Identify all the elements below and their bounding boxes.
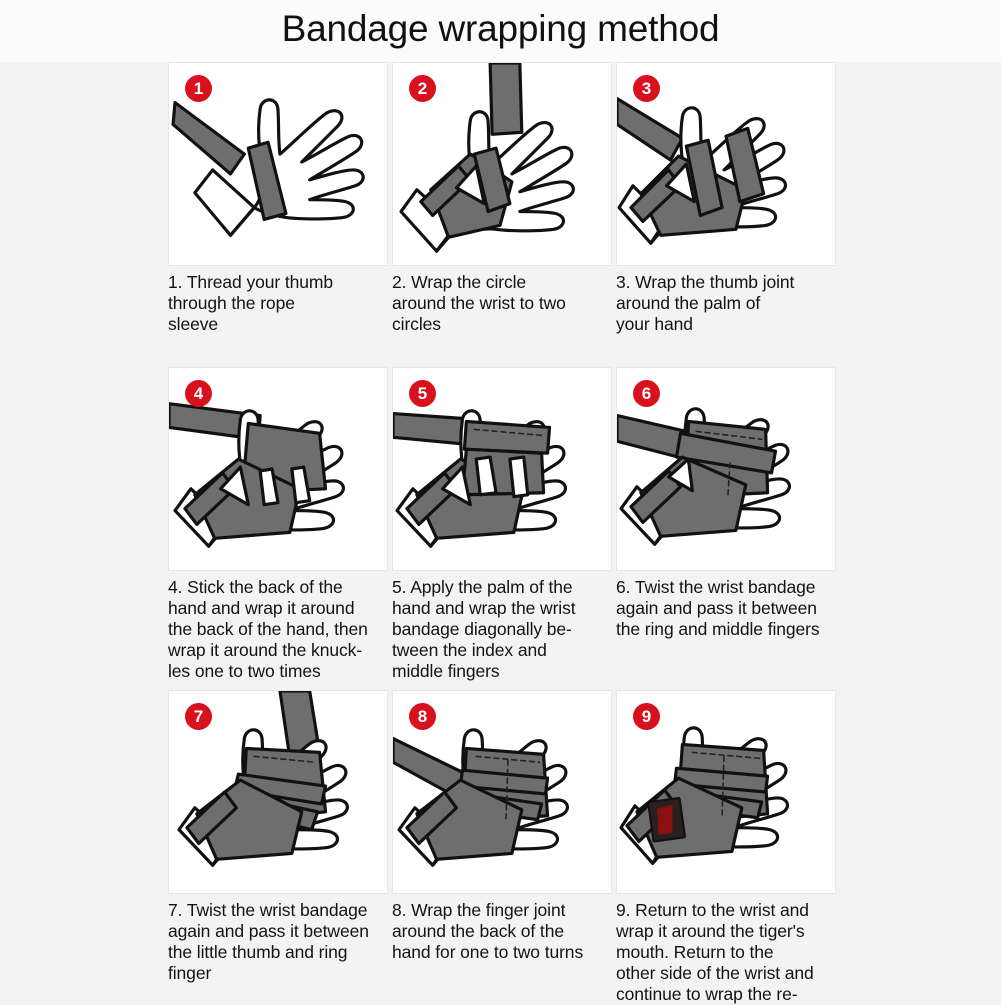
step-caption-1: 1. Thread your thumb through the rope sl… bbox=[168, 272, 333, 334]
step-caption-3: 3. Wrap the thumb joint around the palm … bbox=[616, 272, 795, 334]
step-badge-8: 8 bbox=[409, 703, 436, 730]
step-illustration-1: 1 bbox=[168, 62, 388, 266]
step-card-3: 3 bbox=[616, 62, 838, 335]
step-card-6: 6 bbox=[616, 367, 838, 640]
step-card-8: 8 bbox=[392, 690, 614, 963]
step-badge-7: 7 bbox=[185, 703, 212, 730]
step-card-9: 9 bbox=[616, 690, 838, 1005]
step-caption-8: 8. Wrap the finger joint around the back… bbox=[392, 900, 584, 962]
step-badge-2: 2 bbox=[409, 75, 436, 102]
step-badge-4: 4 bbox=[185, 380, 212, 407]
step-badge-9: 9 bbox=[633, 703, 660, 730]
step-caption-7: 7. Twist the wrist bandage again and pas… bbox=[168, 900, 369, 983]
step-illustration-2: 2 bbox=[392, 62, 612, 266]
step-illustration-7: 7 bbox=[168, 690, 388, 894]
step-illustration-3: 3 bbox=[616, 62, 836, 266]
page-title: Bandage wrapping method bbox=[0, 0, 1001, 62]
step-card-1: 1 bbox=[168, 62, 390, 335]
step-illustration-9: 9 bbox=[616, 690, 836, 894]
step-caption-2: 2. Wrap the circle around the wrist to t… bbox=[392, 272, 566, 334]
step-illustration-4: 4 bbox=[168, 367, 388, 571]
step-caption-5: 5. Apply the palm of the hand and wrap t… bbox=[392, 577, 576, 681]
step-badge-5: 5 bbox=[409, 380, 436, 407]
step-caption-9: 9. Return to the wrist and wrap it aroun… bbox=[616, 900, 814, 1004]
step-badge-6: 6 bbox=[633, 380, 660, 407]
step-illustration-5: 5 bbox=[392, 367, 612, 571]
step-card-2: 2 bbox=[392, 62, 614, 335]
step-caption-6: 6. Twist the wrist bandage again and pas… bbox=[616, 577, 820, 639]
step-illustration-6: 6 bbox=[616, 367, 836, 571]
step-badge-1: 1 bbox=[185, 75, 212, 102]
step-card-7: 7 bbox=[168, 690, 390, 984]
step-illustration-8: 8 bbox=[392, 690, 612, 894]
step-caption-4: 4. Stick the back of the hand and wrap i… bbox=[168, 577, 368, 681]
step-card-4: 4 bbox=[168, 367, 390, 682]
step-badge-3: 3 bbox=[633, 75, 660, 102]
step-card-5: 5 bbox=[392, 367, 614, 682]
